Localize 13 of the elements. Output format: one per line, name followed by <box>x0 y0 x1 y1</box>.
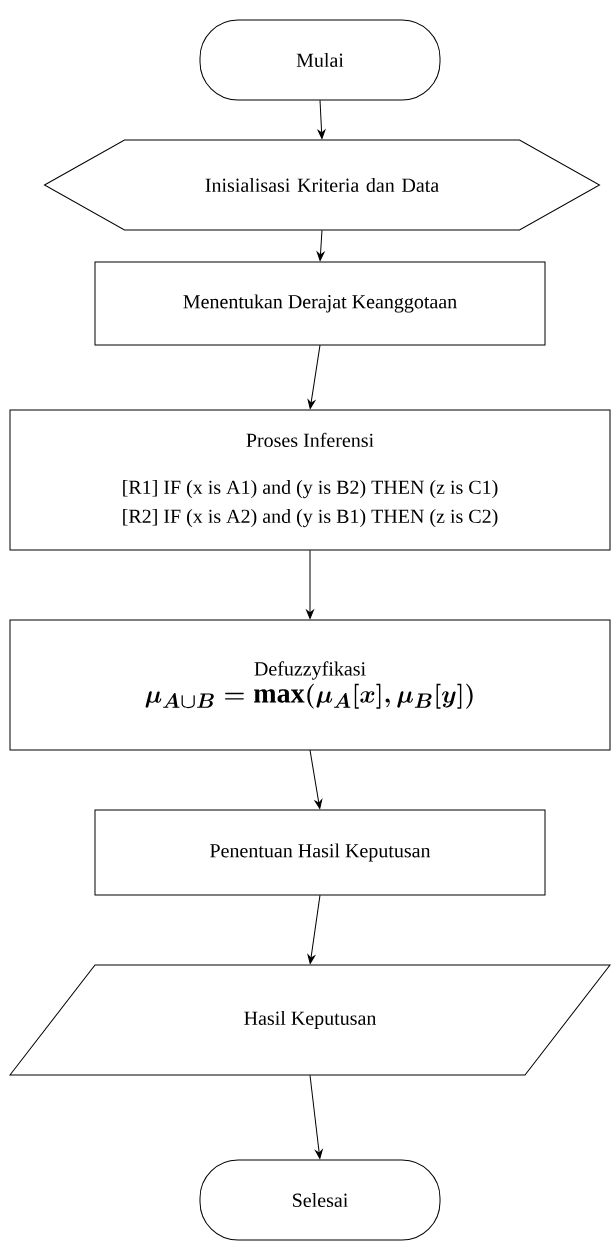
process-box: Proses Inferensi [R1] IF (x is A1) and (y is B2) THEN (z is C1) [R2] IF (x is A2) and (y is B1) THEN (z is C2) <box>9 409 611 551</box>
process-box: Menentukan Derajat Keanggotaan <box>94 261 546 346</box>
output-parallelogram: Hasil Keputusan <box>9 964 611 1076</box>
arrow <box>317 99 326 139</box>
process-box: Defuzzyfikasi $\mu_{A\cup B} = \max(\mu_A[x], \mu_B[y])$ <box>9 619 611 751</box>
arrow <box>316 229 325 261</box>
arrow <box>307 344 321 409</box>
preparation-hexagon: Inisialisasi Kriteria dan Data <box>44 139 600 231</box>
process-box: Penentuan Hasil Keputusan <box>94 809 546 896</box>
arrow <box>306 549 314 619</box>
arrow <box>309 749 323 809</box>
arrow <box>307 894 321 964</box>
arrow <box>309 1074 323 1159</box>
